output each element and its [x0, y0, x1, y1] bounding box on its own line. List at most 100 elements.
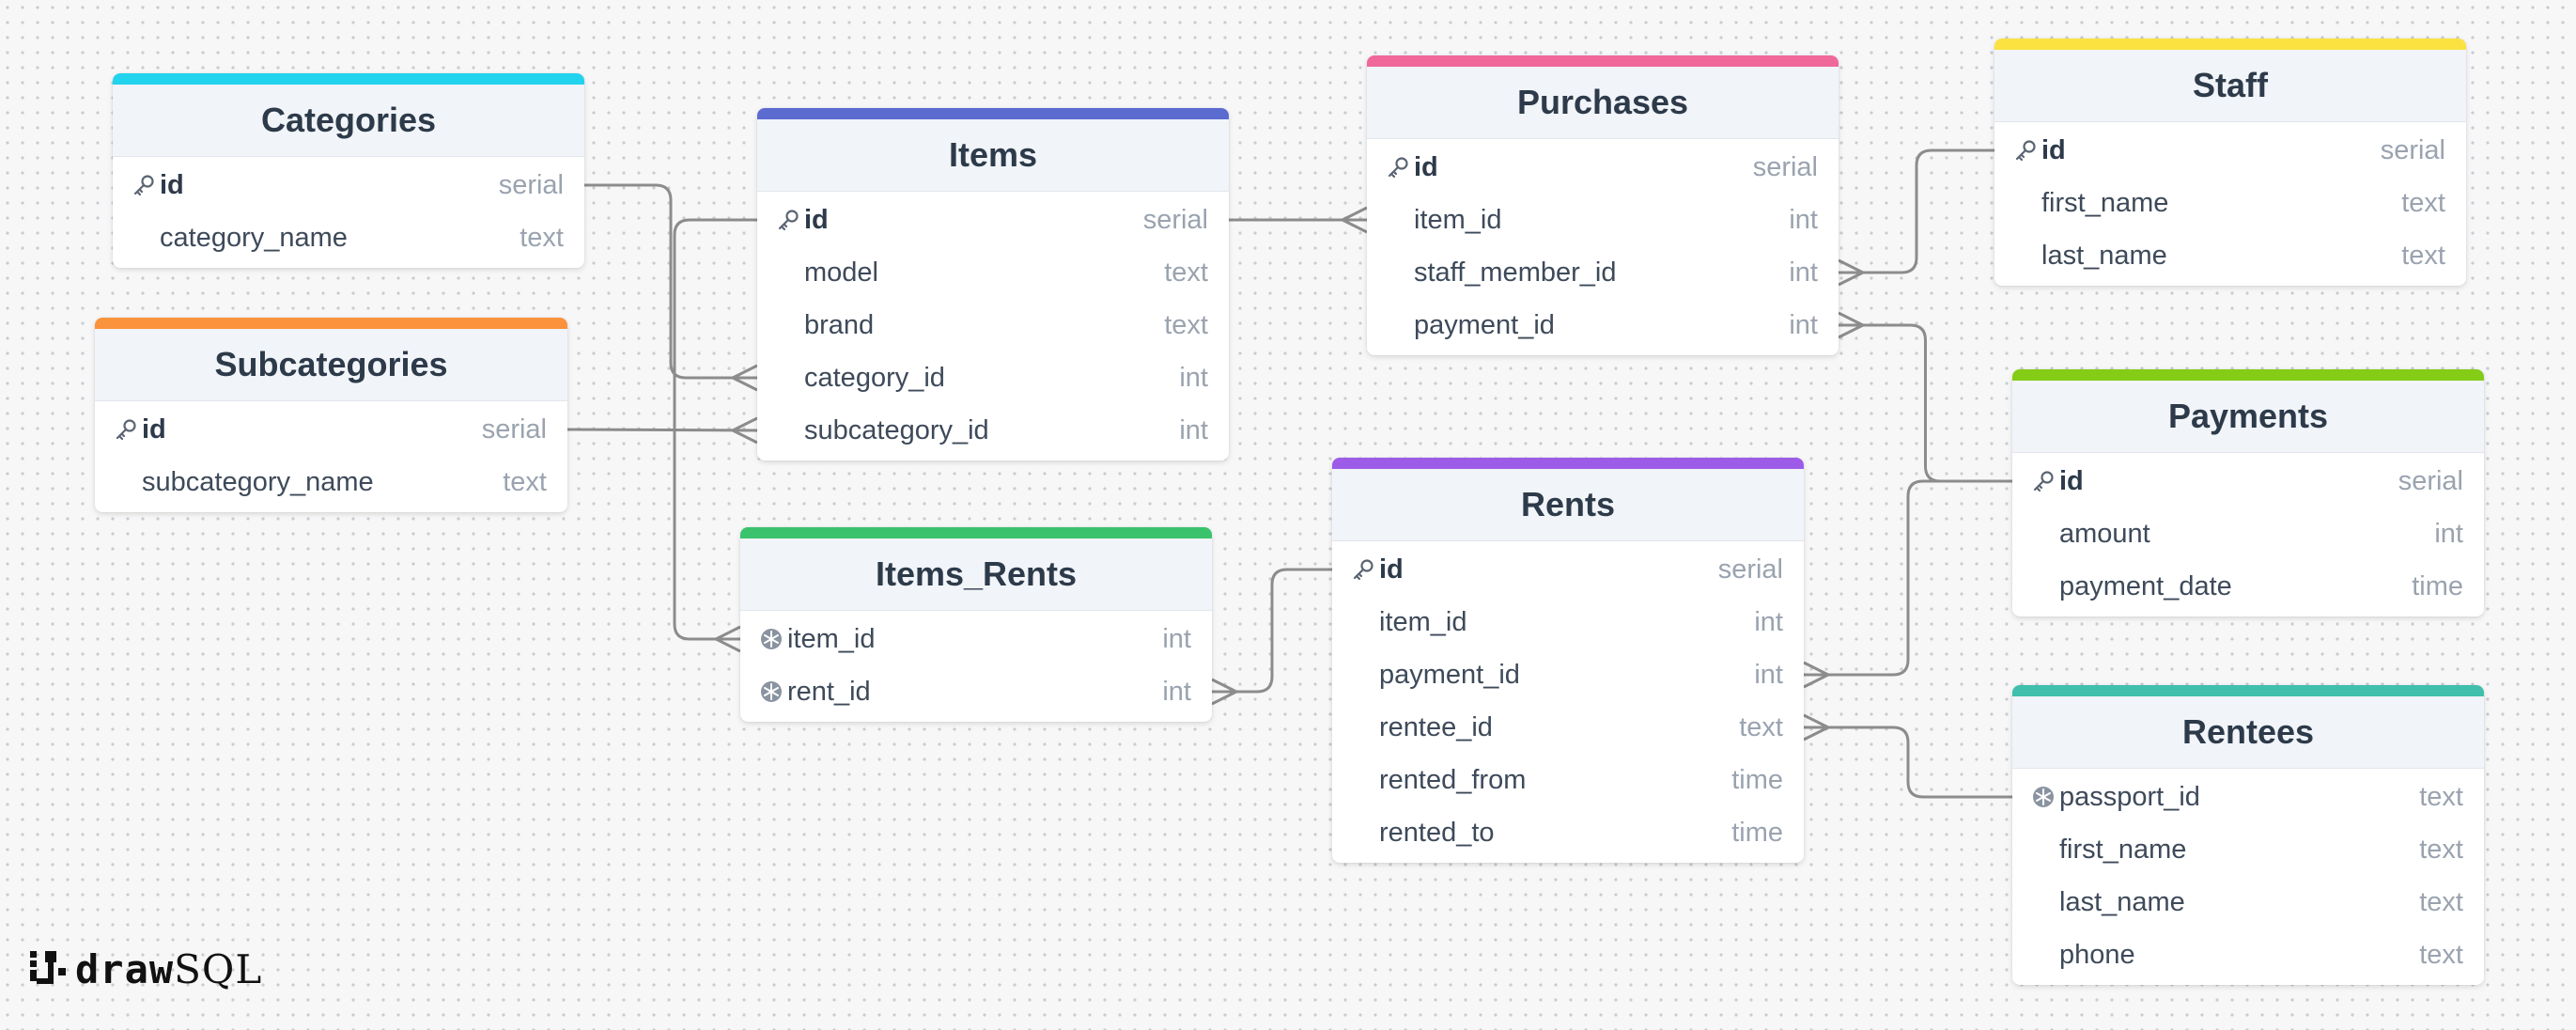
key-icon: [1351, 557, 1375, 582]
field-row[interactable]: id serial: [1332, 543, 1804, 596]
logo-text-sql: SQL: [174, 945, 263, 992]
field-row[interactable]: last_name text: [2012, 876, 2484, 929]
field-name: id: [1379, 554, 1404, 585]
field-name: item_id: [1379, 606, 1467, 637]
table-header[interactable]: Items_Rents: [740, 538, 1212, 611]
field-name: brand: [804, 309, 875, 340]
field-name: rented_from: [1379, 764, 1527, 795]
table-header[interactable]: Staff: [1994, 50, 2466, 122]
crows-foot-marker: [1803, 713, 1829, 741]
table-header[interactable]: Purchases: [1367, 67, 1839, 139]
field-type: time: [1731, 764, 1783, 795]
field-row[interactable]: payment_date time: [2012, 560, 2484, 613]
crows-foot-marker: [1803, 661, 1829, 689]
table-header[interactable]: Rentees: [2012, 696, 2484, 769]
field-type: int: [1179, 414, 1208, 445]
table-accent-bar: [740, 527, 1212, 538]
field-type: int: [1789, 257, 1818, 288]
field-type: text: [2419, 886, 2463, 917]
relation-line[interactable]: [1804, 726, 2012, 799]
field-type: int: [2434, 518, 2463, 549]
field-type: time: [1731, 817, 1783, 848]
field-name: id: [2041, 134, 2066, 165]
field-type: text: [503, 466, 547, 497]
field-type: int: [1162, 623, 1191, 654]
field-name: subcategory_name: [142, 466, 374, 497]
field-row[interactable]: rented_from time: [1332, 754, 1804, 806]
field-name: last_name: [2059, 886, 2185, 917]
field-name: id: [160, 169, 184, 200]
drawsql-logo: draw SQL: [26, 945, 262, 992]
field-name: id: [142, 414, 166, 445]
table-header[interactable]: Payments: [2012, 381, 2484, 453]
table-header[interactable]: Items: [757, 119, 1229, 192]
key-icon: [2013, 138, 2038, 163]
table-accent-bar: [2012, 369, 2484, 381]
field-name: rentee_id: [1379, 711, 1493, 742]
table-header[interactable]: Subcategories: [95, 329, 567, 401]
field-type: serial: [2398, 465, 2463, 496]
relation-line[interactable]: [1839, 148, 1994, 274]
field-row[interactable]: subcategory_name text: [95, 456, 567, 508]
table-header[interactable]: Rents: [1332, 469, 1804, 541]
key-icon: [776, 208, 800, 232]
field-name: category_name: [160, 222, 348, 253]
field-type: serial: [1752, 151, 1818, 182]
table-title: Categories: [260, 101, 437, 139]
field-type: serial: [1717, 554, 1783, 585]
snowflake-icon: [759, 627, 784, 651]
field-type: time: [2412, 570, 2463, 601]
relation-line[interactable]: [1839, 323, 2012, 483]
relation-line[interactable]: [584, 183, 757, 380]
table-header[interactable]: Categories: [113, 85, 584, 157]
relation-line[interactable]: [566, 428, 758, 432]
crows-foot-marker: [1838, 311, 1864, 339]
field-type: text: [2401, 240, 2445, 271]
relation-line[interactable]: [1212, 568, 1332, 694]
field-name: item_id: [1414, 204, 1502, 235]
field-type: int: [1789, 309, 1818, 340]
relation-line[interactable]: [1804, 479, 2012, 677]
field-name: payment_date: [2059, 570, 2232, 601]
field-name: payment_id: [1379, 659, 1520, 690]
field-type: int: [1179, 362, 1208, 393]
key-icon: [132, 173, 156, 197]
